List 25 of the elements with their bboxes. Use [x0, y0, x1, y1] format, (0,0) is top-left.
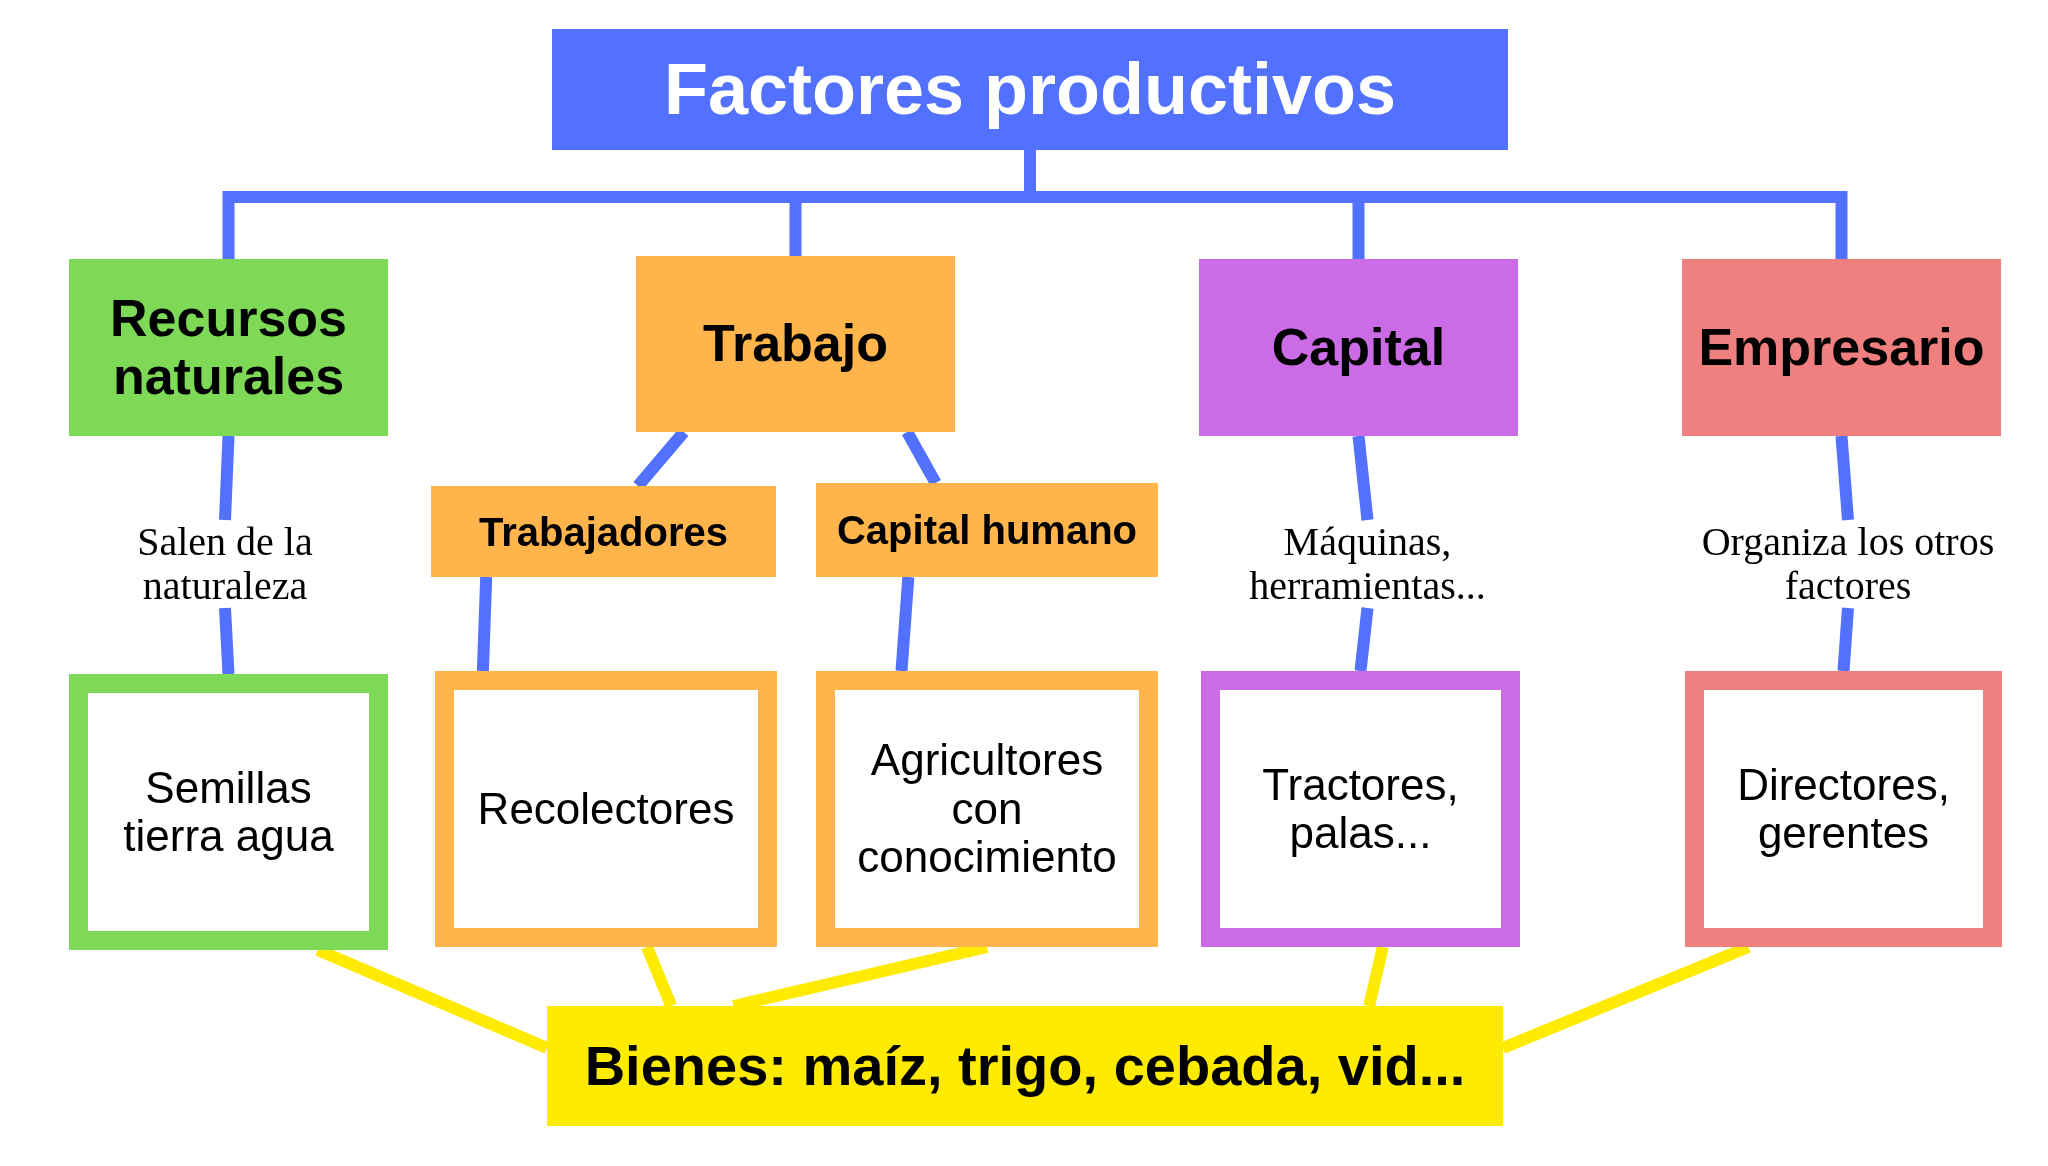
connector-line [219, 607, 235, 675]
description-text: Máquinas, herramientas... [1200, 520, 1535, 608]
description-text: Organiza los otros factores [1700, 520, 1996, 608]
connector-line [1352, 435, 1374, 521]
connector-line [895, 576, 915, 672]
description-text: Salen de la naturaleza [100, 520, 350, 608]
connector-line [219, 435, 235, 521]
example-box: Recolectores [435, 671, 777, 947]
subcategory-box: Trabajadores [431, 486, 776, 577]
connector-line [1837, 607, 1854, 672]
example-box: Tractores, palas... [1201, 671, 1520, 947]
connector-line [1835, 435, 1854, 521]
subcategory-box: Capital humano [816, 483, 1158, 577]
connector-line [1354, 607, 1374, 672]
connector-line [476, 576, 493, 672]
example-box: Directores, gerentes [1685, 671, 2002, 947]
result-box: Bienes: maíz, trigo, cebada, vid... [547, 1006, 1503, 1126]
category-box: Recursos naturales [69, 259, 388, 436]
example-box: Semillas tierra agua [69, 674, 388, 950]
category-box: Trabajo [636, 256, 955, 432]
category-box: Capital [1199, 259, 1518, 436]
title-box: Factores productivos [552, 29, 1508, 150]
connector-line [1363, 945, 1389, 1008]
category-box: Empresario [1682, 259, 2001, 436]
example-box: Agricultores con conocimiento [816, 671, 1158, 947]
